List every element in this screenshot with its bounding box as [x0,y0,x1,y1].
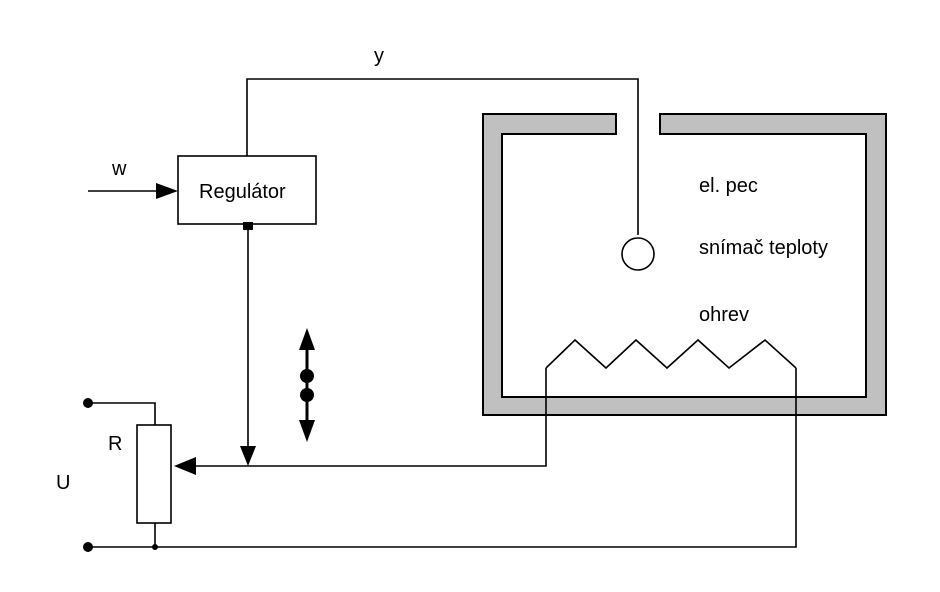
wiper-arrowhead-icon [174,457,196,475]
feedback-wire-y [246,78,639,235]
supply-terminal-bottom [83,542,93,552]
label-furnace: el. pec [699,175,758,197]
label-sensor: snímač teploty [699,237,828,259]
resistor-bottom-junction [152,544,158,550]
supply-terminal-top [83,398,93,408]
actuator-arrowhead-icon [240,446,256,466]
furnace-box [482,113,887,416]
label-w: w [111,158,127,180]
temperature-sensor-icon [621,237,655,271]
heater-return-wire [88,368,797,548]
label-heating: ohrev [699,304,749,326]
label-voltage: U [56,472,70,494]
input-w-arrowhead-icon [156,183,178,199]
label-regulator: Regulátor [199,181,286,203]
resistor-body [136,424,172,524]
heating-element-icon [545,338,797,370]
label-y: y [374,45,384,67]
motion-indicator-icon [299,328,315,442]
wiper-wire [196,368,547,467]
label-resistor: R [108,433,122,455]
furnace-wall-left-part [482,113,887,416]
regulator-output-terminal [243,222,253,230]
resistor-top-wire [88,402,156,425]
